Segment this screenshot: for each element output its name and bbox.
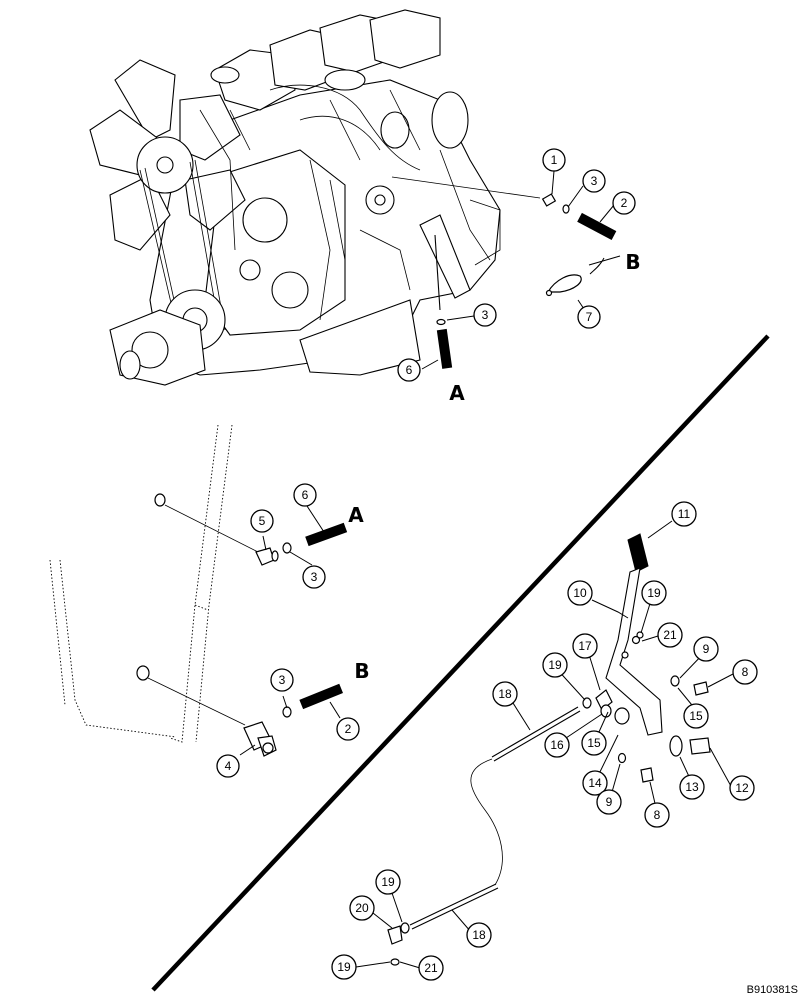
knob-11 bbox=[627, 533, 649, 573]
svg-text:5: 5 bbox=[259, 514, 266, 528]
callout-5: 5 bbox=[250, 509, 274, 533]
leaders-mid bbox=[239, 505, 341, 756]
callout-2: 2 bbox=[612, 191, 636, 215]
callout-1: 1 bbox=[542, 148, 566, 172]
svg-text:17: 17 bbox=[578, 639, 592, 653]
washer-3-engine bbox=[436, 318, 446, 326]
end-fitting-20 bbox=[387, 922, 410, 966]
callout-18: 18 bbox=[466, 922, 492, 948]
fitting-4 bbox=[243, 721, 277, 757]
drawing-id: B910381S bbox=[747, 984, 798, 996]
callout-3: 3 bbox=[302, 565, 326, 589]
svg-text:9: 9 bbox=[606, 795, 613, 809]
ref-b-mid: B bbox=[354, 659, 369, 683]
callout-15: 15 bbox=[683, 703, 709, 729]
callout-15: 15 bbox=[581, 730, 607, 756]
callout-10: 10 bbox=[567, 580, 593, 606]
engine-illustration bbox=[89, 9, 501, 386]
svg-text:8: 8 bbox=[742, 665, 749, 679]
section-divider bbox=[151, 334, 770, 992]
svg-text:8: 8 bbox=[654, 808, 661, 822]
svg-text:12: 12 bbox=[735, 781, 749, 795]
svg-text:21: 21 bbox=[663, 628, 677, 642]
ref-a-top: A bbox=[449, 381, 465, 405]
callout-3: 3 bbox=[582, 169, 606, 193]
callout-17: 17 bbox=[572, 633, 598, 659]
svg-text:3: 3 bbox=[482, 308, 489, 322]
svg-text:18: 18 bbox=[472, 928, 486, 942]
leaders-top bbox=[391, 170, 621, 370]
callout-13: 13 bbox=[679, 774, 705, 800]
svg-text:10: 10 bbox=[573, 586, 587, 600]
svg-text:19: 19 bbox=[337, 960, 351, 974]
svg-text:15: 15 bbox=[689, 709, 703, 723]
lever-hardware bbox=[582, 635, 711, 783]
tube-6-mid bbox=[305, 522, 348, 547]
cable-18 bbox=[409, 706, 581, 930]
callout-7: 7 bbox=[577, 305, 601, 329]
washer-3-top bbox=[562, 204, 570, 214]
callout-3: 3 bbox=[270, 668, 294, 692]
callout-18: 18 bbox=[492, 681, 518, 707]
clamp-7 bbox=[545, 274, 582, 297]
callout-6: 6 bbox=[397, 358, 421, 382]
washer-3-mid-b bbox=[282, 706, 292, 718]
svg-text:19: 19 bbox=[548, 658, 562, 672]
svg-text:3: 3 bbox=[279, 673, 286, 687]
callout-6: 6 bbox=[293, 483, 317, 507]
callout-2: 2 bbox=[336, 717, 360, 741]
svg-text:6: 6 bbox=[302, 488, 309, 502]
fitting-1 bbox=[541, 193, 557, 207]
svg-text:19: 19 bbox=[647, 586, 661, 600]
tube-2-mid bbox=[299, 683, 343, 710]
svg-text:2: 2 bbox=[345, 722, 352, 736]
washer-3-mid-a bbox=[282, 542, 292, 554]
callout-3: 3 bbox=[473, 303, 497, 327]
svg-text:7: 7 bbox=[586, 310, 593, 324]
callout-21: 21 bbox=[657, 622, 683, 648]
svg-text:13: 13 bbox=[685, 780, 699, 794]
callout-14: 14 bbox=[582, 770, 608, 796]
callout-20: 20 bbox=[349, 895, 375, 921]
callout-9: 9 bbox=[693, 636, 719, 662]
svg-text:6: 6 bbox=[406, 363, 413, 377]
tube-2-top bbox=[577, 212, 617, 241]
panel-outline bbox=[49, 424, 233, 743]
callout-8: 8 bbox=[644, 802, 670, 828]
svg-text:19: 19 bbox=[381, 875, 395, 889]
tube-6-top bbox=[436, 328, 453, 369]
callout-16: 16 bbox=[544, 732, 570, 758]
svg-text:1: 1 bbox=[551, 153, 558, 167]
svg-text:3: 3 bbox=[591, 174, 598, 188]
svg-text:16: 16 bbox=[550, 738, 564, 752]
lever-10 bbox=[605, 567, 663, 736]
svg-text:9: 9 bbox=[703, 642, 710, 656]
svg-text:18: 18 bbox=[498, 687, 512, 701]
svg-text:4: 4 bbox=[225, 759, 232, 773]
callout-19: 19 bbox=[641, 580, 667, 606]
callout-11: 11 bbox=[671, 501, 697, 527]
callout-21: 21 bbox=[418, 955, 444, 981]
callout-8: 8 bbox=[732, 659, 758, 685]
svg-text:11: 11 bbox=[678, 507, 691, 521]
svg-text:14: 14 bbox=[588, 776, 602, 790]
svg-text:3: 3 bbox=[311, 570, 318, 584]
callout-19: 19 bbox=[375, 869, 401, 895]
ref-b-top: B bbox=[625, 250, 640, 274]
ref-a-mid: A bbox=[348, 503, 364, 527]
svg-text:15: 15 bbox=[587, 736, 601, 750]
svg-text:20: 20 bbox=[355, 901, 369, 915]
callout-19: 19 bbox=[331, 954, 357, 980]
callout-19: 19 bbox=[542, 652, 568, 678]
svg-text:21: 21 bbox=[424, 961, 438, 975]
shaft-lines-mid bbox=[147, 504, 259, 726]
callout-12: 12 bbox=[729, 775, 755, 801]
callout-9: 9 bbox=[596, 789, 622, 815]
svg-text:2: 2 bbox=[621, 196, 628, 210]
fitting-5 bbox=[255, 547, 279, 566]
callout-4: 4 bbox=[216, 754, 240, 778]
